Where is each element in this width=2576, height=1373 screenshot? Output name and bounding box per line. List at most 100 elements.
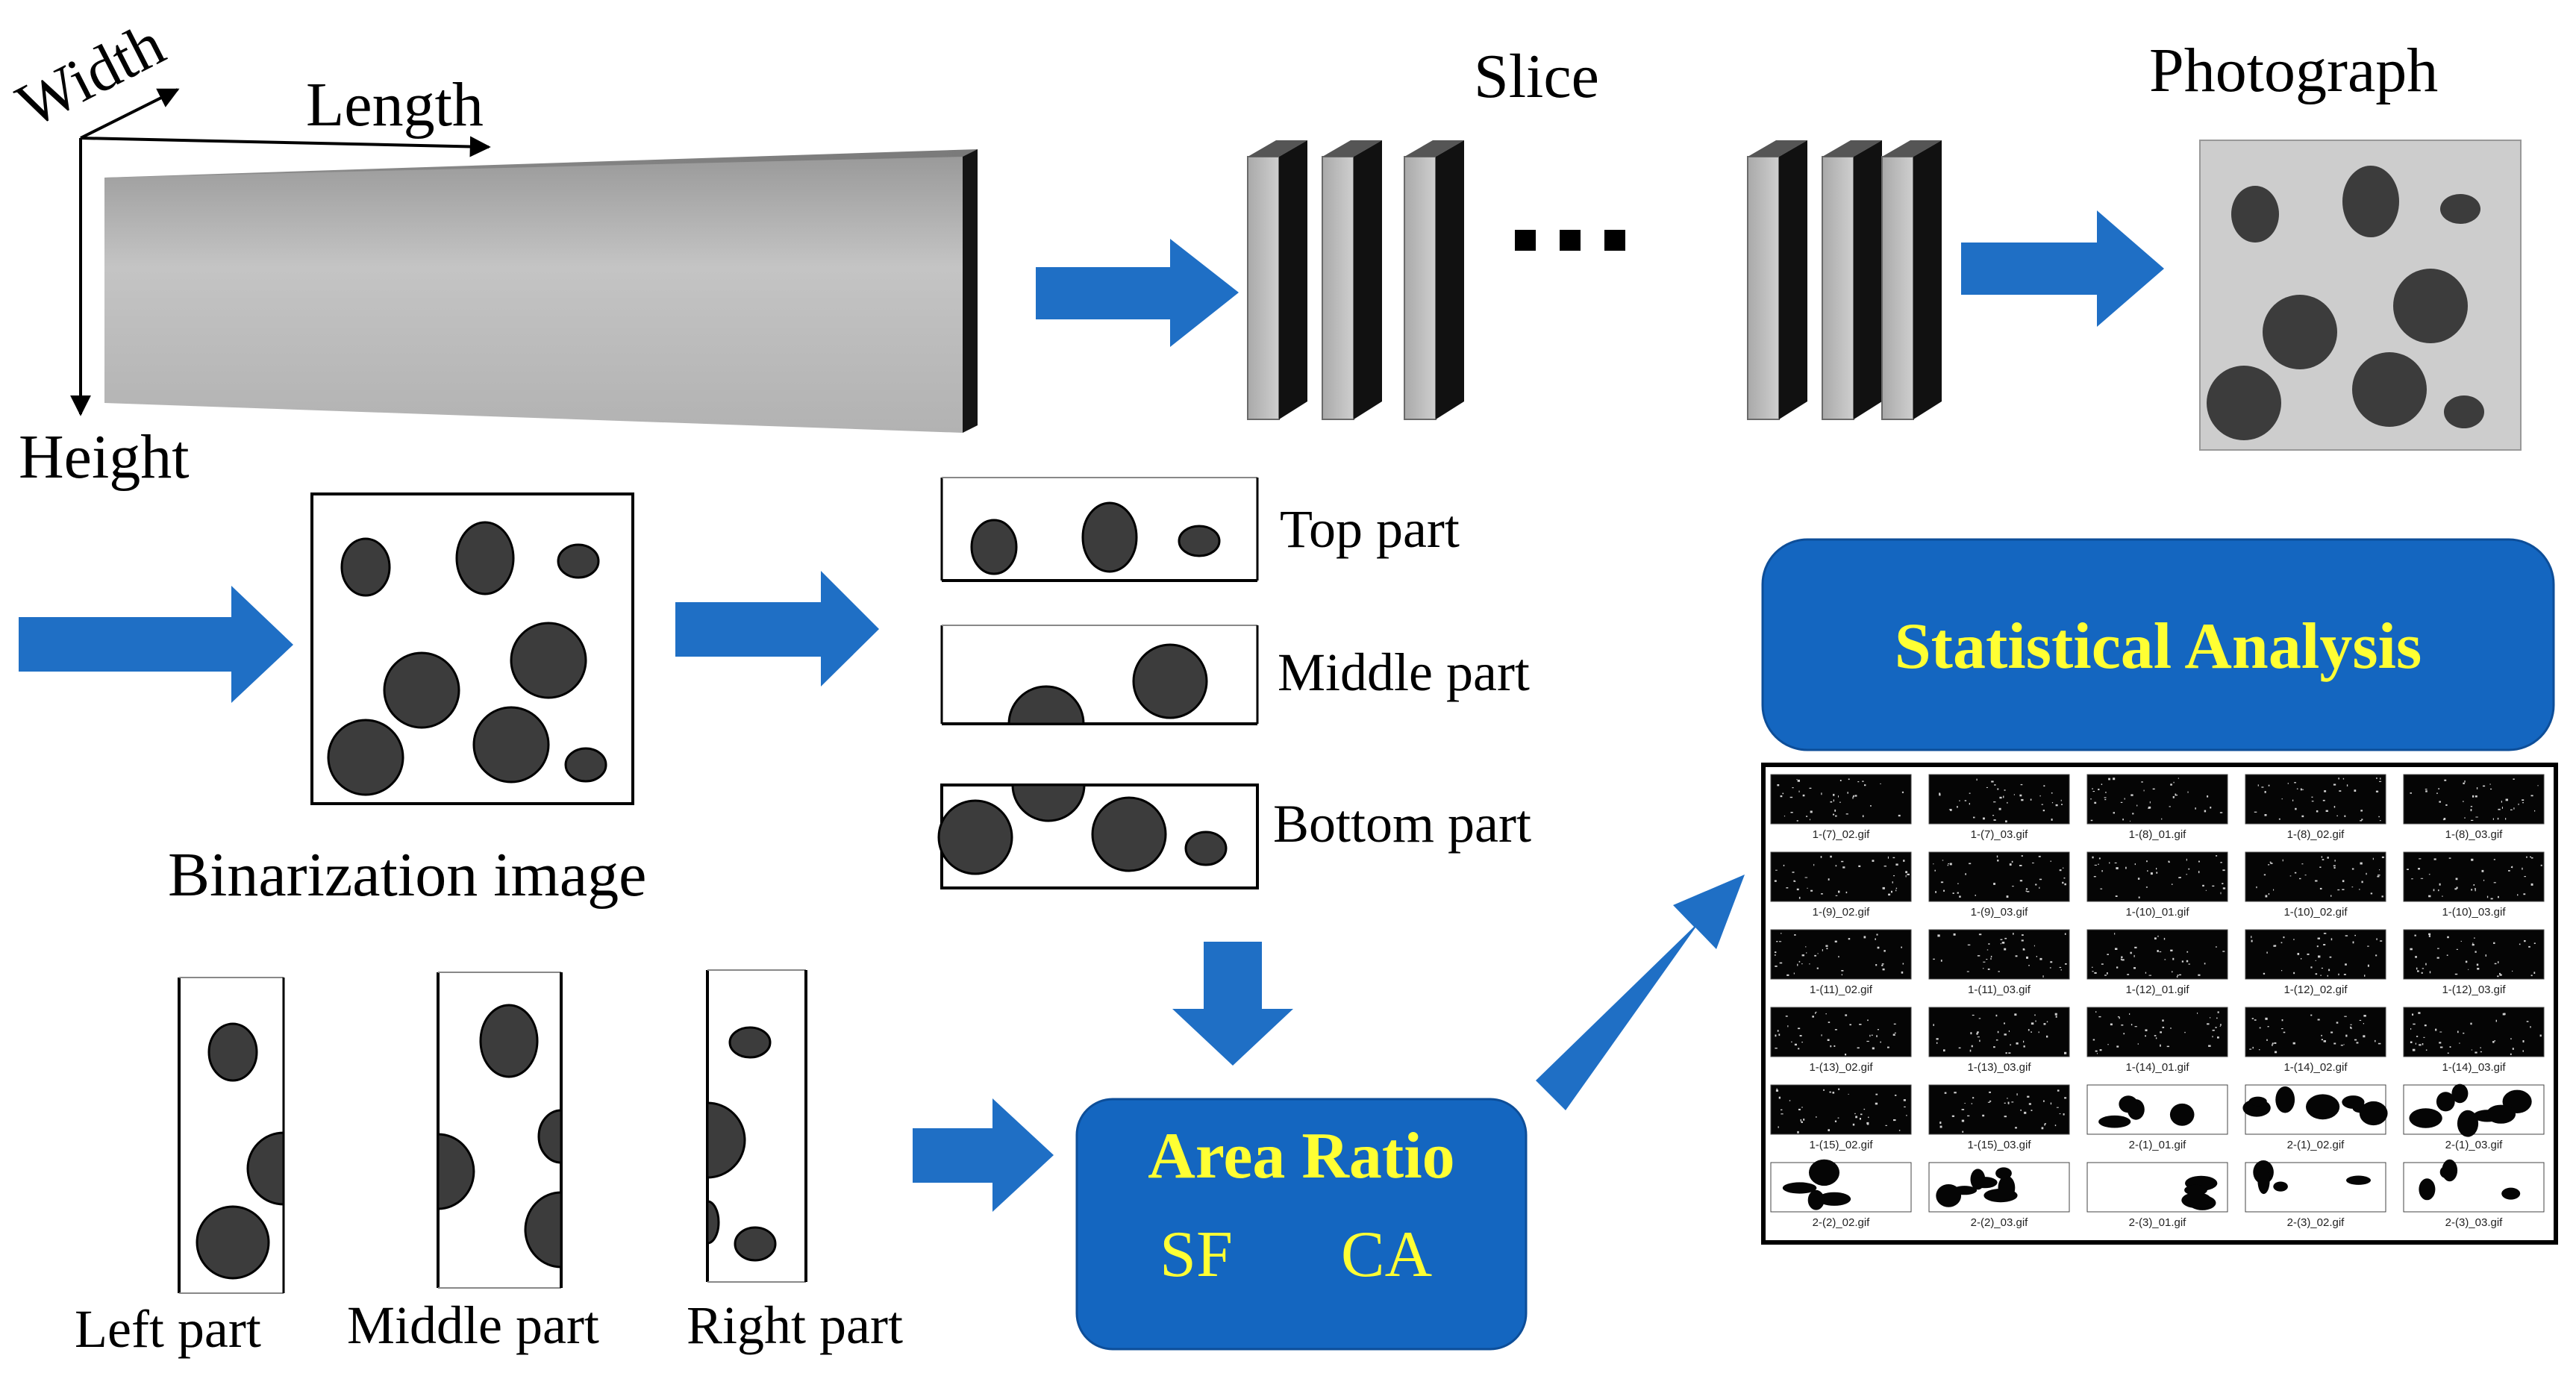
speckle [1779, 941, 1782, 942]
thumbnail-cell: 2-(2)_02.gif [1770, 1159, 1912, 1229]
speckle [2510, 1038, 2512, 1040]
speckle [2471, 889, 2473, 891]
speckle [2354, 789, 2357, 792]
speckle [1854, 1113, 1856, 1115]
speckle [2121, 956, 2123, 959]
speckle [2339, 790, 2342, 792]
middle-part-horizontal-image [940, 625, 1259, 725]
speckle [1901, 946, 1902, 948]
speckle [2222, 887, 2226, 889]
speckle [1774, 954, 1776, 956]
thumbnail-filename: 2-(2)_02.gif [1813, 1216, 1871, 1229]
speckle [2119, 1017, 2120, 1019]
aggregate-blob [2275, 1086, 2295, 1113]
thumbnail-filename: 1-(13)_03.gif [1967, 1061, 2031, 1074]
speckle [2216, 1017, 2218, 1019]
thumbnail-image [2245, 774, 2386, 825]
speckle [2160, 1031, 2162, 1033]
speckle [1872, 860, 1875, 862]
width-label: Width [6, 9, 175, 141]
speckle [2299, 878, 2301, 880]
speckle [2334, 860, 2336, 862]
speckle [2143, 789, 2145, 792]
speckle [2256, 886, 2257, 889]
speckle [2505, 818, 2507, 820]
thumbnail-filename: 1-(14)_03.gif [2442, 1061, 2506, 1074]
aggregate-blob [2439, 1166, 2452, 1179]
speckle [1783, 864, 1785, 866]
speckle [2533, 942, 2536, 944]
thumbnail-image [1928, 929, 2070, 980]
speckle [1852, 796, 1854, 799]
speckle [2448, 857, 2451, 859]
speckle [1786, 887, 1789, 889]
thumbnail-image [2086, 1007, 2228, 1057]
speckle [2289, 875, 2292, 877]
speckle [2522, 1050, 2524, 1052]
speckle [2486, 895, 2489, 898]
speckle [1887, 1046, 1889, 1048]
speckle [2323, 933, 2327, 934]
speckle [2101, 963, 2104, 965]
speckle [2293, 972, 2295, 975]
aggregate-blob [2098, 1115, 2131, 1128]
speckle [1866, 1122, 1869, 1125]
speckle [2059, 869, 2062, 872]
aggregate-blob [2306, 1094, 2340, 1120]
speckle [2024, 948, 2025, 951]
speckle [2475, 951, 2477, 953]
speckle [2492, 1041, 2495, 1043]
speckle [2320, 975, 2322, 976]
speckle [1962, 1130, 1964, 1133]
speckle [1789, 796, 1793, 798]
speckle [2113, 812, 2115, 814]
speckle [2473, 884, 2475, 886]
speckle [1936, 1038, 1939, 1040]
speckle [2363, 1035, 2366, 1038]
thumbnail-cell: 1-(9)_02.gif [1770, 851, 1912, 919]
aggregate-blob [2346, 1175, 2371, 1185]
speckle [2020, 1109, 2022, 1111]
speckle [1809, 963, 1810, 965]
speckle [2141, 781, 2143, 783]
speckle [1863, 1108, 1866, 1110]
thumbnail-filename: 2-(2)_03.gif [1971, 1216, 2029, 1229]
speckle [2062, 881, 2064, 884]
speckle [2424, 1025, 2427, 1027]
speckle [1780, 795, 1783, 798]
speckle [1830, 801, 1833, 803]
speckle [1895, 863, 1898, 866]
speckle [1871, 1034, 1873, 1036]
speckle [2121, 1025, 2124, 1026]
thumbnail-filename: 1-(11)_03.gif [1968, 983, 2031, 996]
speckle [2263, 874, 2266, 876]
thumbnail-filename: 1-(9)_02.gif [1813, 906, 1871, 919]
speckle [2046, 1021, 2048, 1023]
speckle [2026, 956, 2028, 959]
speckle [2417, 970, 2419, 972]
speckle [2490, 898, 2493, 900]
aggregate-blob [2501, 1187, 2521, 1200]
speckle [1870, 805, 1872, 807]
speckle [2164, 959, 2166, 960]
speckle [2510, 866, 2513, 868]
speckle [2463, 782, 2465, 784]
speckle [1987, 1101, 1990, 1103]
speckle [2310, 1014, 2313, 1016]
thumbnail-filename: 1-(10)_03.gif [2442, 906, 2506, 919]
speckle [2051, 802, 2054, 804]
speckle [1839, 780, 1842, 781]
length-label: Length [306, 70, 484, 140]
speckle [1957, 806, 1958, 808]
speckle [2028, 965, 2030, 966]
speckle [2322, 859, 2325, 860]
length-axis [80, 136, 491, 157]
speckle [2278, 818, 2280, 820]
speckle [2050, 961, 2053, 963]
speckle [1797, 779, 1800, 782]
speckle [1801, 1121, 1803, 1123]
speckle [2064, 1051, 2067, 1054]
speckle [1837, 1117, 1839, 1119]
speckle [2094, 864, 2097, 866]
